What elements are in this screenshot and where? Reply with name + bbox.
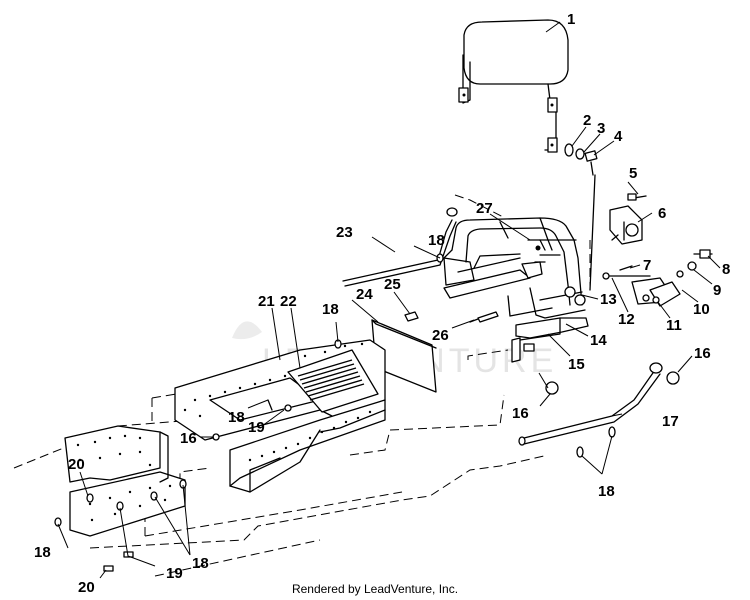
- frame-body: [64, 339, 386, 537]
- lower-rod: [518, 362, 680, 446]
- fasteners-25-26: [404, 311, 499, 323]
- backrest-hardware: [564, 143, 598, 291]
- callout-18-floor: 18: [228, 409, 245, 426]
- callout-18-frame: 18: [322, 301, 339, 318]
- callout-26: 26: [432, 327, 449, 344]
- callout-22: 22: [280, 293, 297, 310]
- latch-hardware: [602, 249, 713, 307]
- callout-2: 2: [583, 112, 591, 129]
- callout-3: 3: [597, 120, 605, 137]
- callout-19-lower: 19: [166, 565, 183, 582]
- callout-24: 24: [356, 286, 373, 303]
- callout-7: 7: [643, 257, 651, 274]
- callout-12: 12: [618, 311, 635, 328]
- callout-8: 8: [722, 261, 730, 278]
- callout-27: 27: [476, 200, 493, 217]
- callout-20-lower: 20: [78, 579, 95, 596]
- callout-19-floor: 19: [248, 419, 265, 436]
- callout-15: 15: [568, 356, 585, 373]
- callout-21: 21: [258, 293, 275, 310]
- callout-16-left: 16: [180, 430, 197, 447]
- callout-10: 10: [693, 301, 710, 318]
- callout-11: 11: [666, 317, 682, 334]
- frame-perforations: [76, 342, 372, 522]
- callout-18-lower-rod: 18: [598, 483, 615, 500]
- callout-18-left-panel: 18: [192, 555, 209, 572]
- callout-18-rack: 18: [428, 232, 445, 249]
- rear-handle-rack: [443, 217, 589, 363]
- callout-13: 13: [600, 291, 617, 308]
- callout-16-right: 16: [694, 345, 711, 362]
- callout-6: 6: [658, 205, 666, 222]
- callout-16-center: 16: [512, 405, 529, 422]
- footer-credit: Rendered by LeadVenture, Inc.: [291, 582, 459, 596]
- callout-1: 1: [567, 11, 575, 28]
- rod: [342, 207, 458, 287]
- footrest-grip: [297, 359, 365, 401]
- callout-18-far-left: 18: [34, 544, 51, 561]
- callout-labels: 1 2 3 4 5 6 7 8 9 10 11 12 13 14 15 16 1…: [34, 11, 730, 596]
- callout-4: 4: [614, 128, 623, 145]
- callout-23: 23: [336, 224, 353, 241]
- callout-17: 17: [662, 413, 679, 430]
- leader-lines: [57, 21, 721, 579]
- callout-25: 25: [384, 276, 401, 293]
- callout-5: 5: [629, 165, 637, 182]
- callout-9: 9: [713, 282, 721, 299]
- small-fasteners: [54, 253, 616, 572]
- callout-20-upper: 20: [68, 456, 85, 473]
- backrest: [458, 19, 569, 153]
- mount-bracket: [609, 193, 647, 245]
- callout-14: 14: [590, 332, 607, 349]
